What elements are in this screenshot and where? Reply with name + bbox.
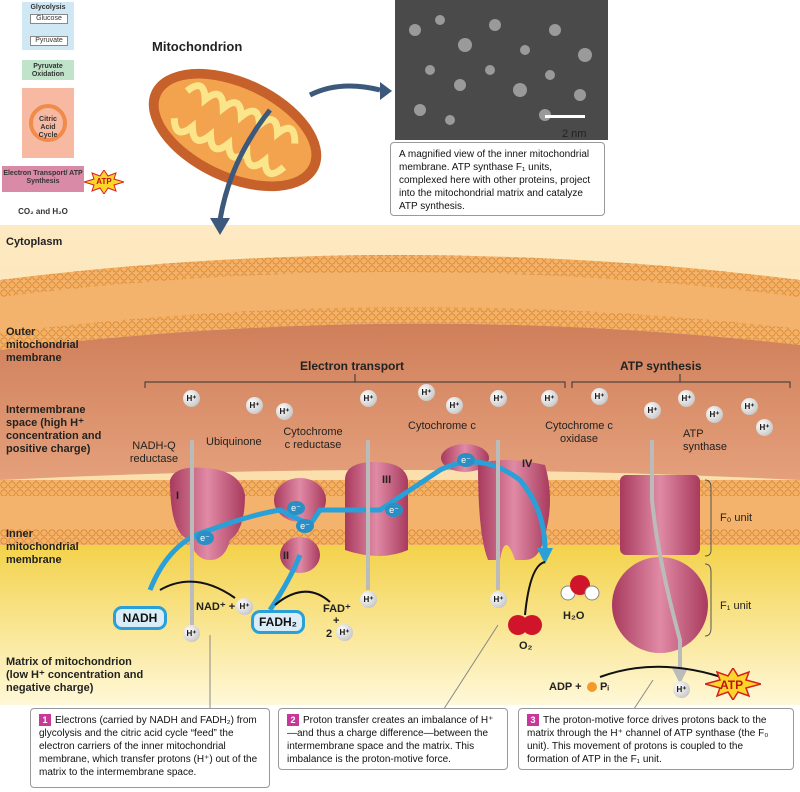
nad-plus-label: NAD⁺ + [196, 601, 236, 613]
flow-etc-label: Electron Transport/ ATP Synthesis [3, 170, 83, 185]
electron-2: e⁻ [287, 501, 305, 515]
hplus-ion: H⁺ [336, 624, 353, 641]
flow-atp-label: ATP [96, 177, 112, 186]
electron-1: e⁻ [196, 531, 214, 545]
hplus-ion: H⁺ [591, 388, 608, 405]
label-cytochrome-c: Cytochrome c [408, 420, 476, 432]
roman-iii: III [382, 474, 392, 486]
hplus-ion: H⁺ [236, 598, 253, 615]
hplus-ion: H⁺ [418, 384, 435, 401]
hplus-ion: H⁺ [246, 397, 263, 414]
fad-two-label: 2 [326, 628, 333, 640]
region-intermembrane: Intermembrane space (high H⁺ concentrati… [6, 404, 102, 455]
hplus-ion: H⁺ [541, 390, 558, 407]
roman-iv: IV [522, 458, 533, 470]
atp-burst-icon [84, 170, 124, 194]
fad-plus-label: FAD⁺ [323, 603, 351, 615]
electron-5: e⁻ [457, 453, 475, 467]
f-unit-brackets [704, 479, 712, 637]
fad-plus-sign: + [333, 615, 340, 627]
atp-burst-icon [705, 668, 761, 700]
flow-citric-label: Citric Acid Cycle [38, 116, 58, 139]
flow-products-label: CO₂ and H₂O [18, 207, 68, 216]
micrograph-image [395, 0, 608, 140]
flow-glycolysis-label: Glycolysis [30, 4, 66, 11]
flow-glucose-label: Glucose [30, 14, 68, 24]
protein-complexes [147, 440, 731, 692]
electron-3: e⁻ [296, 519, 314, 533]
citric-cycle-icon [29, 104, 67, 142]
label-ubiquinone: Ubiquinone [206, 436, 262, 448]
section-electron-transport: Electron transport [300, 359, 405, 373]
label-f0: F₀ unit [720, 512, 753, 524]
hplus-ion: H⁺ [183, 625, 200, 642]
hplus-ion: H⁺ [183, 390, 200, 407]
hplus-ion: H⁺ [706, 406, 723, 423]
fadh2-carrier: FADH₂ [251, 610, 305, 634]
zoom-arrows [210, 82, 392, 235]
region-inner-membrane: Inner mitochondrial membrane [6, 528, 79, 566]
pi-label: Pᵢ [600, 681, 609, 693]
flow-etc-box [2, 166, 84, 192]
atp-label: ATP [720, 678, 744, 692]
hplus-ion: H⁺ [756, 419, 773, 436]
flow-pyruvate-label: Pyruvate [30, 36, 68, 46]
mitochondrion-illustration [148, 68, 322, 192]
hplus-ion: H⁺ [490, 591, 507, 608]
adp-label: ADP + [549, 681, 582, 693]
hplus-ion: H⁺ [360, 591, 377, 608]
o2-label: O₂ [519, 640, 533, 652]
hplus-ion: H⁺ [360, 390, 377, 407]
scale-label: 2 nm [562, 128, 587, 140]
flow-pyruvate-oxidation-box [22, 60, 74, 80]
hplus-ion: H⁺ [741, 398, 758, 415]
hplus-ion: H⁺ [490, 390, 507, 407]
step-3-badge: 3 [527, 714, 539, 726]
region-matrix: Matrix of mitochondrion (low H⁺ concentr… [6, 656, 144, 694]
roman-i: I [176, 490, 180, 502]
label-cyt-c-reductase: Cytochrome c reductase [283, 426, 343, 451]
step-connectors [209, 624, 654, 716]
section-brackets [144, 374, 791, 388]
region-cytoplasm: Cytoplasm [6, 236, 63, 248]
hplus-ion: H⁺ [446, 397, 463, 414]
section-atp-synthesis: ATP synthesis [620, 359, 702, 373]
label-atp-synthase: ATP synthase [683, 428, 728, 453]
hplus-ion: H⁺ [276, 403, 293, 420]
label-nadh-q-reductase: NADH-Q reductase [129, 440, 179, 465]
step-2-text: Proton transfer creates an imbalance of … [287, 715, 494, 765]
step-1-badge: 1 [39, 714, 51, 726]
hplus-ion: H⁺ [678, 390, 695, 407]
h2o-label: H₂O [563, 610, 585, 622]
mitochondrion-title: Mitochondrion [152, 39, 243, 54]
step-1-text: Electrons (carried by NADH and FADH₂) fr… [39, 715, 258, 778]
hplus-ion: H⁺ [644, 402, 661, 419]
micrograph-caption: A magnified view of the inner mitochondr… [390, 142, 605, 216]
label-cyt-c-oxidase: Cytochrome c oxidase [545, 420, 613, 445]
region-outer-membrane: Outer mitochondrial membrane [6, 326, 79, 364]
atp-synthase-f0 [620, 475, 700, 555]
atp-synthase-f1 [612, 557, 708, 653]
hplus-ion: H⁺ [673, 681, 690, 698]
step-2-badge: 2 [287, 714, 299, 726]
flow-pyruvate-oxidation-label: Pyruvate Oxidation [31, 63, 65, 78]
roman-ii: II [283, 550, 290, 562]
step-3-text: The proton-motive force drives protons b… [527, 715, 769, 765]
nadh-carrier: NADH [113, 606, 167, 630]
electron-4: e⁻ [385, 503, 403, 517]
label-f1: F₁ unit [720, 600, 752, 612]
